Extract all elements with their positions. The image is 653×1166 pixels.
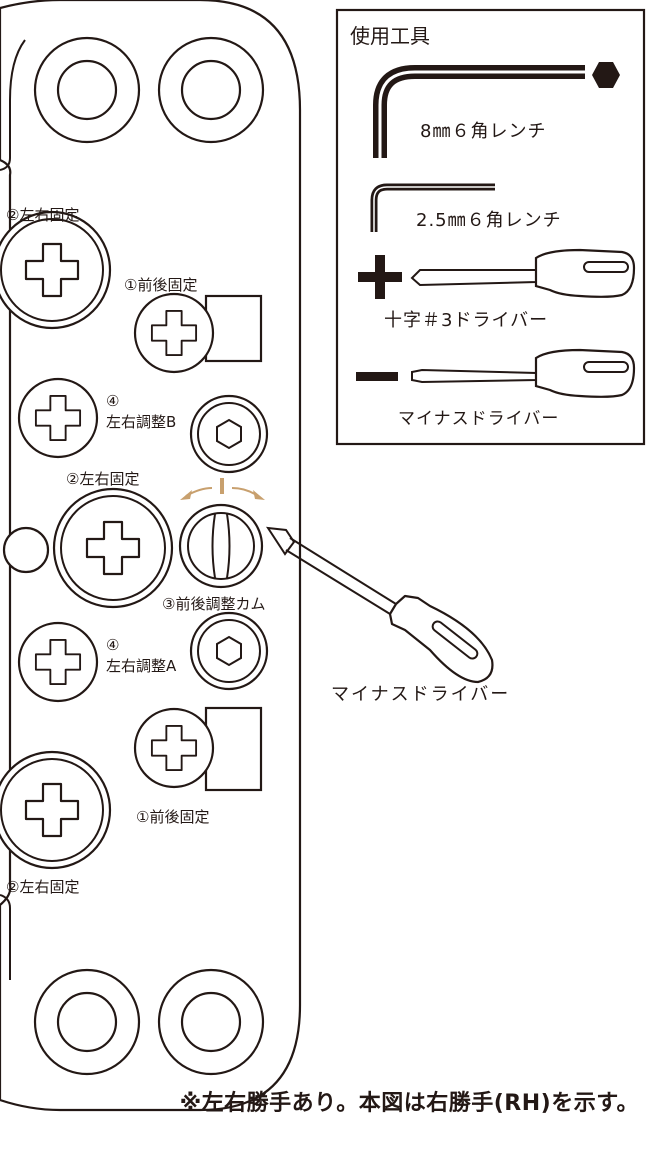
tools-box: 使用工具 8㎜６角レンチ 2.5㎜６角レンチ 十字＃3ドライバー <box>335 8 646 446</box>
fb-fixing-plate-top <box>204 294 263 363</box>
lr-adjust-b-screw <box>17 377 99 459</box>
rotation-arrows <box>180 478 265 500</box>
tool-label-flathead: マイナスドライバー <box>398 409 559 429</box>
label-lr-fixed-middle: ②左右固定 <box>66 470 139 488</box>
fb-adjust-cam <box>178 503 264 589</box>
flathead-screwdriver-illustration <box>266 526 494 684</box>
small-hex-key-icon <box>370 183 495 232</box>
bottom-bolt-hole-left <box>33 968 141 1076</box>
top-bolt-hole-left <box>33 36 141 144</box>
label-lr-fixed-top: ②左右固定 <box>6 206 79 224</box>
lr-fixing-screw-top <box>0 210 112 330</box>
large-hex-key-icon <box>373 62 620 158</box>
label-adjust-a-num: ④ <box>106 636 119 654</box>
lr-fixing-screw-middle <box>52 487 174 609</box>
footnote: ※左右勝手あり。本図は右勝手(RH)を示す。 <box>179 1091 639 1116</box>
top-bolt-hole-right <box>157 36 265 144</box>
flathead-screwdriver-icon <box>356 348 636 398</box>
tool-label-8mm: 8㎜６角レンチ <box>420 121 546 142</box>
phillips-screwdriver-icon <box>358 248 636 299</box>
label-lr-fixed-bottom: ②左右固定 <box>6 878 79 896</box>
lr-adjust-a-screw <box>17 621 99 703</box>
label-driver: マイナスドライバー <box>331 684 510 705</box>
label-fb-cam: ③前後調整カム <box>162 595 265 613</box>
label-fb-fixed-bottom: ①前後固定 <box>136 808 209 826</box>
fb-fixing-screw-top <box>133 292 215 374</box>
tools-box-title: 使用工具 <box>350 24 430 48</box>
hex-adjust-bolt-b <box>189 394 269 474</box>
label-adjust-b: 左右調整B <box>106 413 176 431</box>
tool-label-2-5mm: 2.5㎜６角レンチ <box>416 210 562 231</box>
bottom-bolt-hole-right <box>157 968 265 1076</box>
label-adjust-a: 左右調整A <box>106 657 177 675</box>
hex-adjust-bolt-a <box>189 611 269 691</box>
plate-notch-bottom <box>0 894 11 980</box>
label-adjust-b-num: ④ <box>106 392 119 410</box>
plate-notch-top <box>0 39 26 171</box>
tool-label-phillips: 十字＃3ドライバー <box>384 310 548 331</box>
plate-round-hole <box>2 526 50 574</box>
fb-fixing-plate-bottom <box>204 706 263 792</box>
lr-fixing-screw-bottom <box>0 750 112 870</box>
fb-fixing-screw-bottom <box>133 707 215 789</box>
label-fb-fixed-top: ①前後固定 <box>124 276 197 294</box>
